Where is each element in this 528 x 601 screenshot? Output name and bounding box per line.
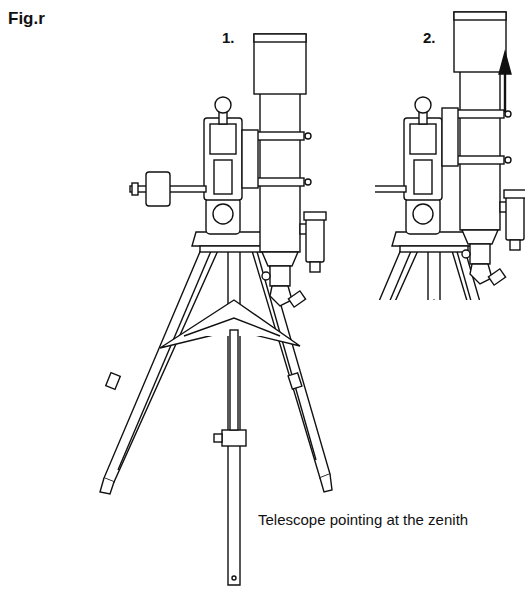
caption-note: Telescope pointing at the zenith [258, 512, 468, 529]
figure-label: Fig.r [8, 10, 45, 29]
panel-number: 1. [222, 30, 235, 47]
panel-number: 2. [423, 30, 436, 47]
